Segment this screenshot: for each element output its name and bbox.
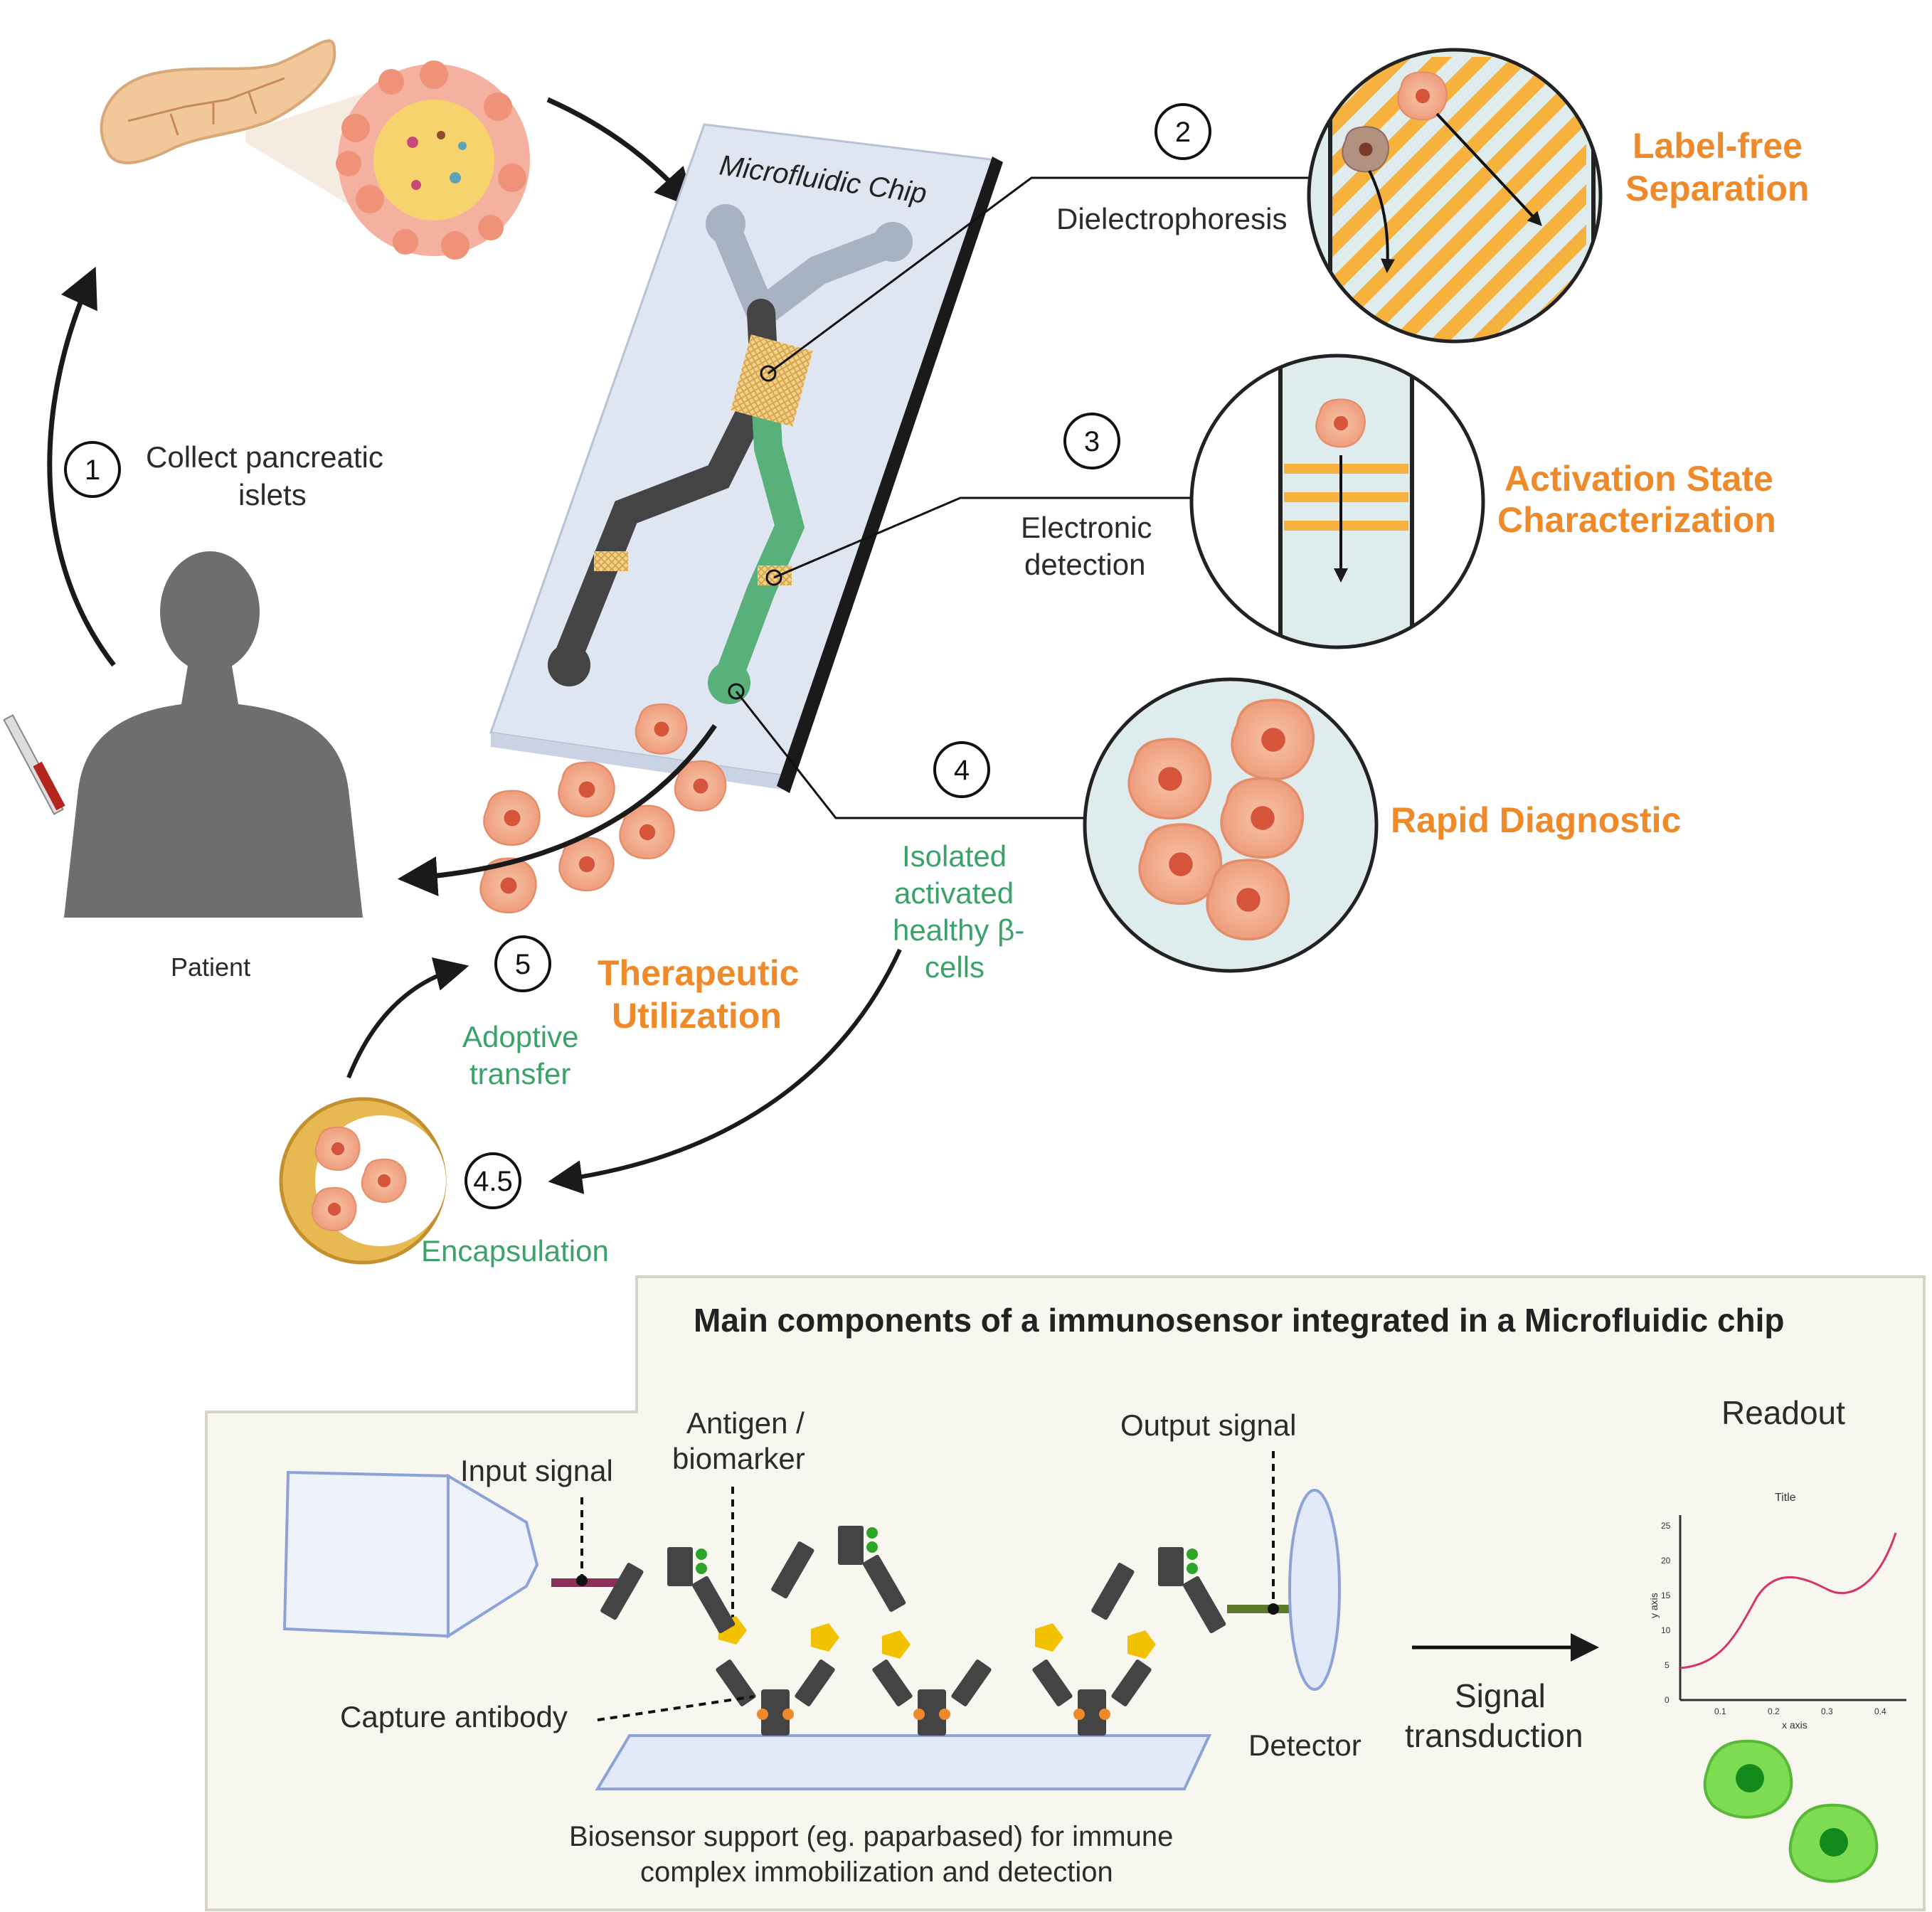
- input-signal-label: Input signal: [460, 1454, 613, 1487]
- rapid-diagnostic-zoom-view: [1083, 677, 1379, 973]
- support-label-line2: complex immobilization and detection: [640, 1857, 1113, 1888]
- step-3-method-line2: detection: [1024, 548, 1145, 581]
- connector-line-2: [768, 176, 1323, 375]
- step-5-method-line1: Adoptive: [462, 1020, 578, 1053]
- output-signal-label: Output signal: [1120, 1408, 1297, 1442]
- step-4-5-marker: [465, 1152, 521, 1209]
- microfluidic-chip: [489, 123, 1003, 793]
- mini-chart-xlabel: x axis: [1782, 1719, 1808, 1731]
- encapsulation-arrow: [548, 948, 902, 1194]
- step-4-outcome: Rapid Diagnostic: [1391, 800, 1681, 840]
- step-4-cells-line3: healthy β-: [893, 913, 1024, 947]
- step-2-method: Dielectrophoresis: [1056, 202, 1287, 235]
- detector-label: Detector: [1248, 1728, 1362, 1762]
- mini-chart-ylabel: y axis: [1648, 1593, 1660, 1618]
- flow-arrow: [546, 97, 696, 209]
- connector-line-3: [773, 496, 1195, 579]
- input-signal-bar: [551, 1578, 626, 1587]
- step-4-cells-line1: Isolated: [902, 839, 1007, 873]
- step-3-outcome-line2: Characterization: [1497, 500, 1776, 540]
- adoptive-arrow: [346, 957, 469, 1079]
- mini-chart-xtick: 0.4: [1874, 1706, 1886, 1716]
- pancreatic-islet-icon: [336, 60, 530, 260]
- immune-complexes: [600, 1526, 1226, 1736]
- step-1-text-line2: islets: [238, 478, 307, 511]
- dielectrophoresis-zoom-view: [1307, 48, 1603, 344]
- step-1-text-line1: Collect pancreatic: [146, 440, 383, 474]
- readout-mini-chart: Title x axis y axis 0.1 0.2 0.3 0.4 0 5 …: [1648, 1492, 1906, 1731]
- mini-chart-ytick: 0: [1665, 1695, 1670, 1705]
- step-4-cells-line2: activated: [894, 876, 1014, 910]
- mini-chart-ytick: 20: [1661, 1556, 1671, 1566]
- step-5-outcome-line1: Therapeutic: [598, 953, 799, 993]
- step-5-marker: [494, 935, 551, 992]
- step-2-outcome-line1: Label-free: [1633, 126, 1803, 166]
- step-4-number: 4: [954, 755, 970, 786]
- mini-chart-xtick: 0.2: [1768, 1706, 1780, 1716]
- step-5-number: 5: [515, 949, 531, 980]
- detector-lens: [1288, 1489, 1341, 1691]
- support-label-line1: Biosensor support (eg. paparbased) for i…: [569, 1821, 1173, 1852]
- transduction-label-line2: transduction: [1405, 1717, 1583, 1754]
- collect-arrow: [47, 266, 116, 667]
- step-3-outcome-line1: Activation State: [1504, 459, 1773, 499]
- mini-chart-ytick: 10: [1661, 1625, 1671, 1635]
- electronic-detection-zoom-view: [1189, 354, 1485, 649]
- mini-chart-xtick: 0.1: [1714, 1706, 1726, 1716]
- step-4-5-number: 4.5: [473, 1166, 513, 1197]
- step-5-outcome-line2: Utilization: [612, 996, 782, 1036]
- light-source-lens: [282, 1470, 539, 1639]
- step-2-marker: [1155, 103, 1211, 160]
- transduction-label-line1: Signal: [1455, 1677, 1546, 1714]
- step-2-number: 2: [1175, 117, 1191, 148]
- fluorescent-cells: [1703, 1739, 1879, 1883]
- step-4-marker: [933, 741, 990, 798]
- step-4-cells-line4: cells: [925, 950, 984, 984]
- step-3-marker: [1063, 413, 1120, 469]
- biosensor-support: [595, 1734, 1212, 1790]
- antigen-label-line1: Antigen /: [686, 1406, 805, 1440]
- connector-line-4: [735, 691, 1088, 819]
- pancreas-illustration: [100, 39, 336, 164]
- patient-silhouette: [3, 551, 363, 918]
- mini-chart-xtick: 0.3: [1821, 1706, 1833, 1716]
- readout-label: Readout: [1721, 1394, 1845, 1431]
- step-1-marker: [64, 441, 121, 498]
- step-4-5-method: Encapsulation: [421, 1234, 609, 1268]
- step-3-number: 3: [1084, 426, 1100, 457]
- mini-chart-ytick: 5: [1665, 1660, 1670, 1670]
- patient-label: Patient: [171, 952, 250, 982]
- step-3-method-line1: Electronic: [1021, 511, 1152, 544]
- encapsulation-capsule: [279, 1097, 447, 1265]
- capture-antibody-label: Capture antibody: [340, 1700, 568, 1733]
- mini-chart-ytick: 25: [1661, 1521, 1671, 1531]
- mini-chart-ytick: 15: [1661, 1590, 1671, 1600]
- mini-chart-title: Title: [1775, 1492, 1796, 1504]
- step-5-method-line2: transfer: [469, 1057, 570, 1090]
- step-2-outcome-line2: Separation: [1625, 169, 1809, 208]
- capture-antibody-leader: [597, 1695, 755, 1721]
- step-1-number: 1: [85, 455, 100, 486]
- transfer-arrow: [397, 724, 717, 897]
- antigen-label-line2: biomarker: [672, 1442, 805, 1475]
- panel-title: Main components of a immunosensor integr…: [694, 1302, 1785, 1339]
